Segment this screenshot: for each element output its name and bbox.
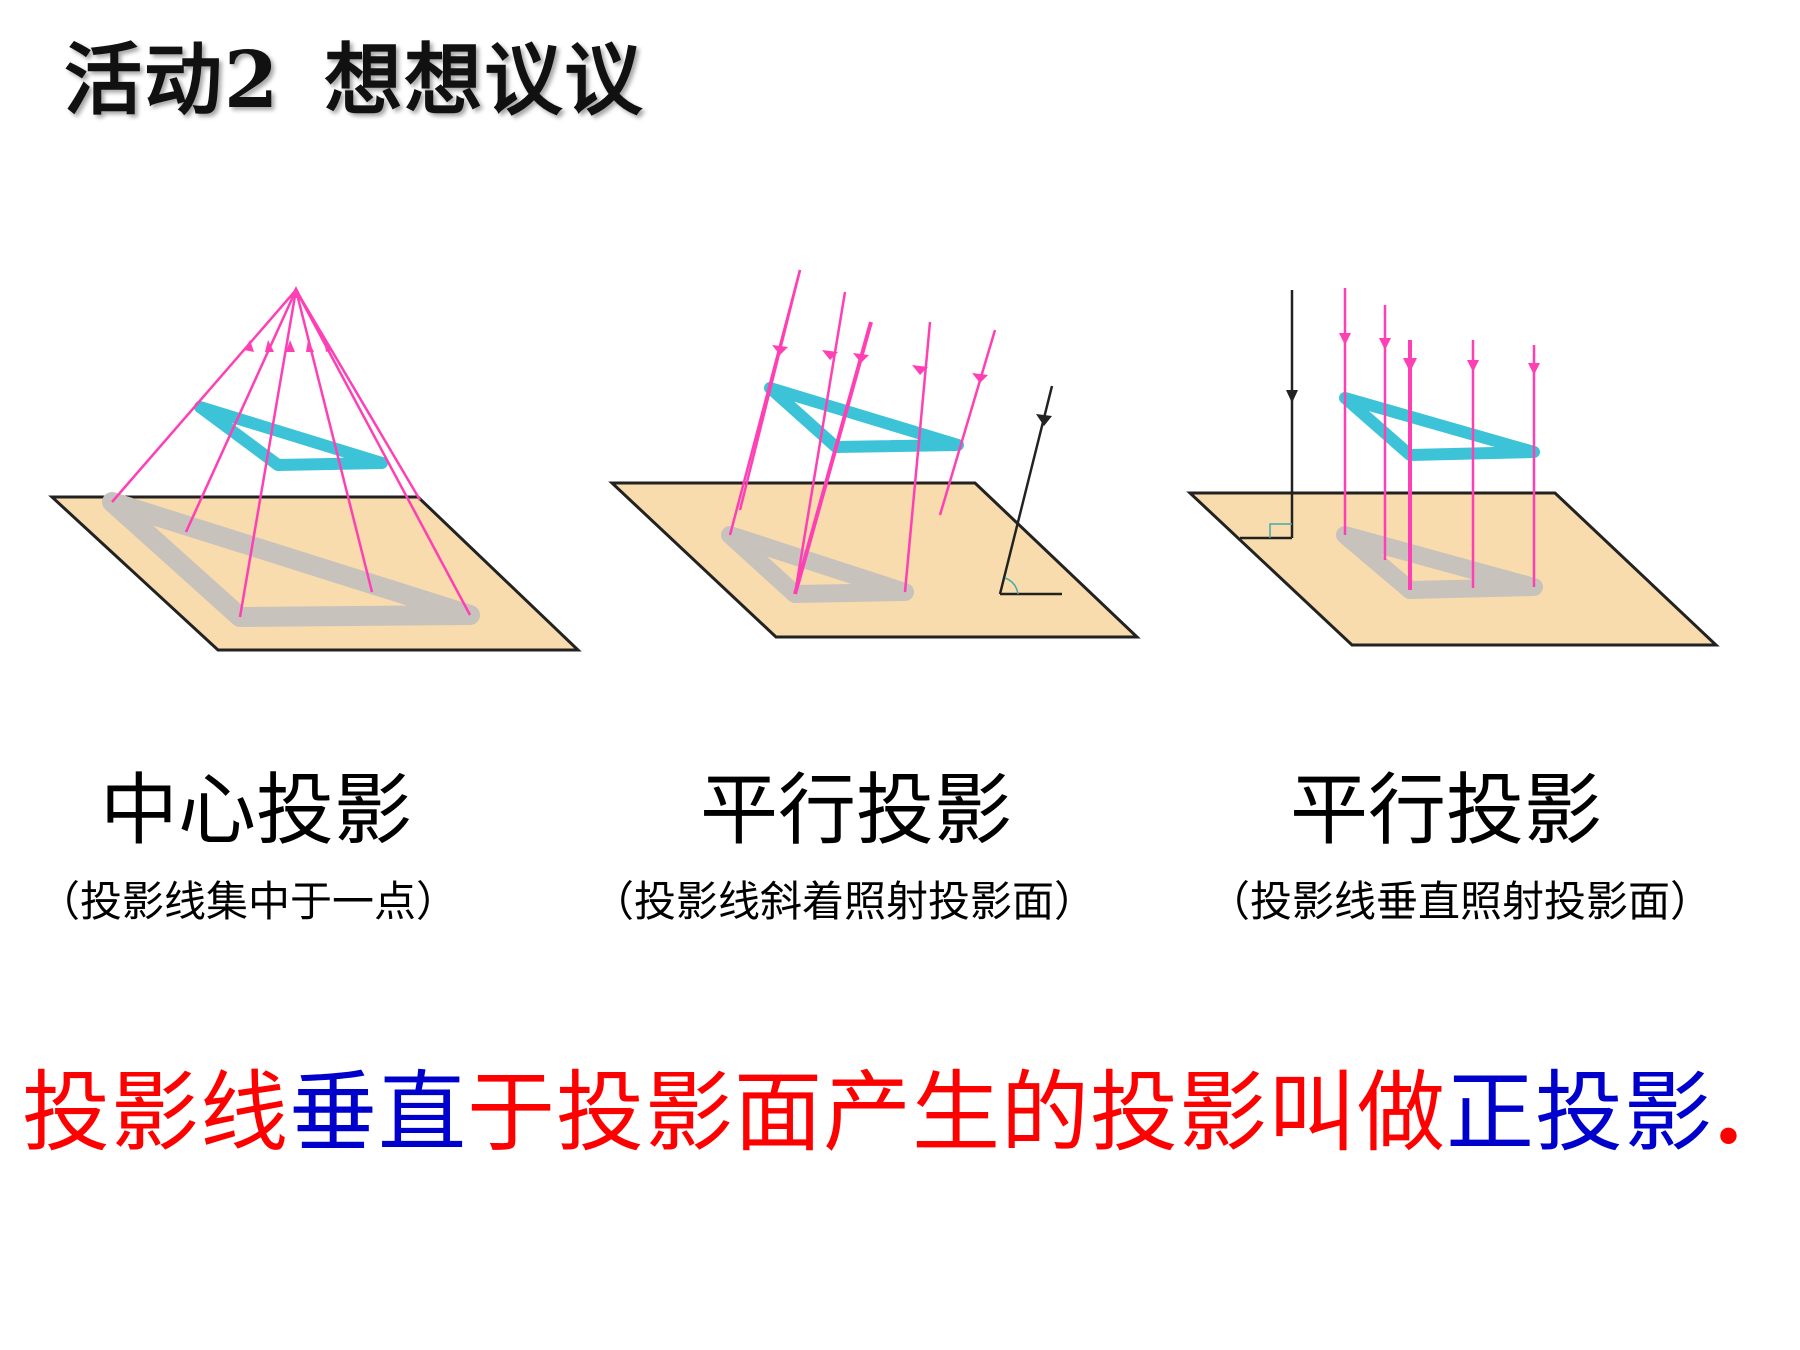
ray-arrowheads	[772, 345, 988, 383]
oblique-parallel-projection-diagram	[608, 269, 1141, 639]
title-activity: 活动2	[64, 35, 281, 126]
shadow-triangle	[102, 492, 480, 627]
conclusion-part4: 正投影	[1446, 1061, 1714, 1164]
object-triangle	[764, 382, 964, 453]
conclusion-period: .	[1713, 1060, 1745, 1164]
panel2-label: 平行投影	[700, 766, 1013, 856]
panel1-sublabel: （投影线集中于一点）	[38, 877, 459, 926]
oblique-reference-ray	[998, 385, 1062, 596]
slide-title: 活动2 想想议议	[64, 18, 644, 130]
projection-rays	[1343, 288, 1536, 590]
shadow-triangle	[721, 526, 914, 603]
perpendicular-reference-ray	[1240, 290, 1298, 540]
central-projection-diagram	[48, 286, 582, 652]
conclusion-part1: 投影线	[22, 1061, 290, 1164]
panel2-sublabel: （投影线斜着照射投影面）	[592, 877, 1097, 926]
panel1-label: 中心投影	[100, 766, 413, 856]
shadow-triangle	[1336, 526, 1543, 599]
conclusion-statement: 投影线垂直于投影面产生的投影叫做正投影.	[22, 1042, 1745, 1169]
object-triangle	[194, 401, 388, 471]
conclusion-part2: 垂直	[289, 1061, 468, 1164]
light-source-point	[244, 286, 332, 352]
panel3-label: 平行投影	[1290, 766, 1603, 856]
conclusion-part3: 于投影面产生的投影叫做	[467, 1061, 1447, 1164]
projection-figures	[48, 269, 1720, 652]
ray-arrowheads	[1339, 333, 1540, 375]
panel3-sublabel: （投影线垂直照射投影面）	[1208, 877, 1713, 926]
projection-plane	[608, 481, 1141, 639]
orthographic-projection-diagram	[1186, 288, 1720, 647]
object-triangle	[1339, 392, 1540, 461]
title-topic: 想想议议	[324, 35, 645, 126]
